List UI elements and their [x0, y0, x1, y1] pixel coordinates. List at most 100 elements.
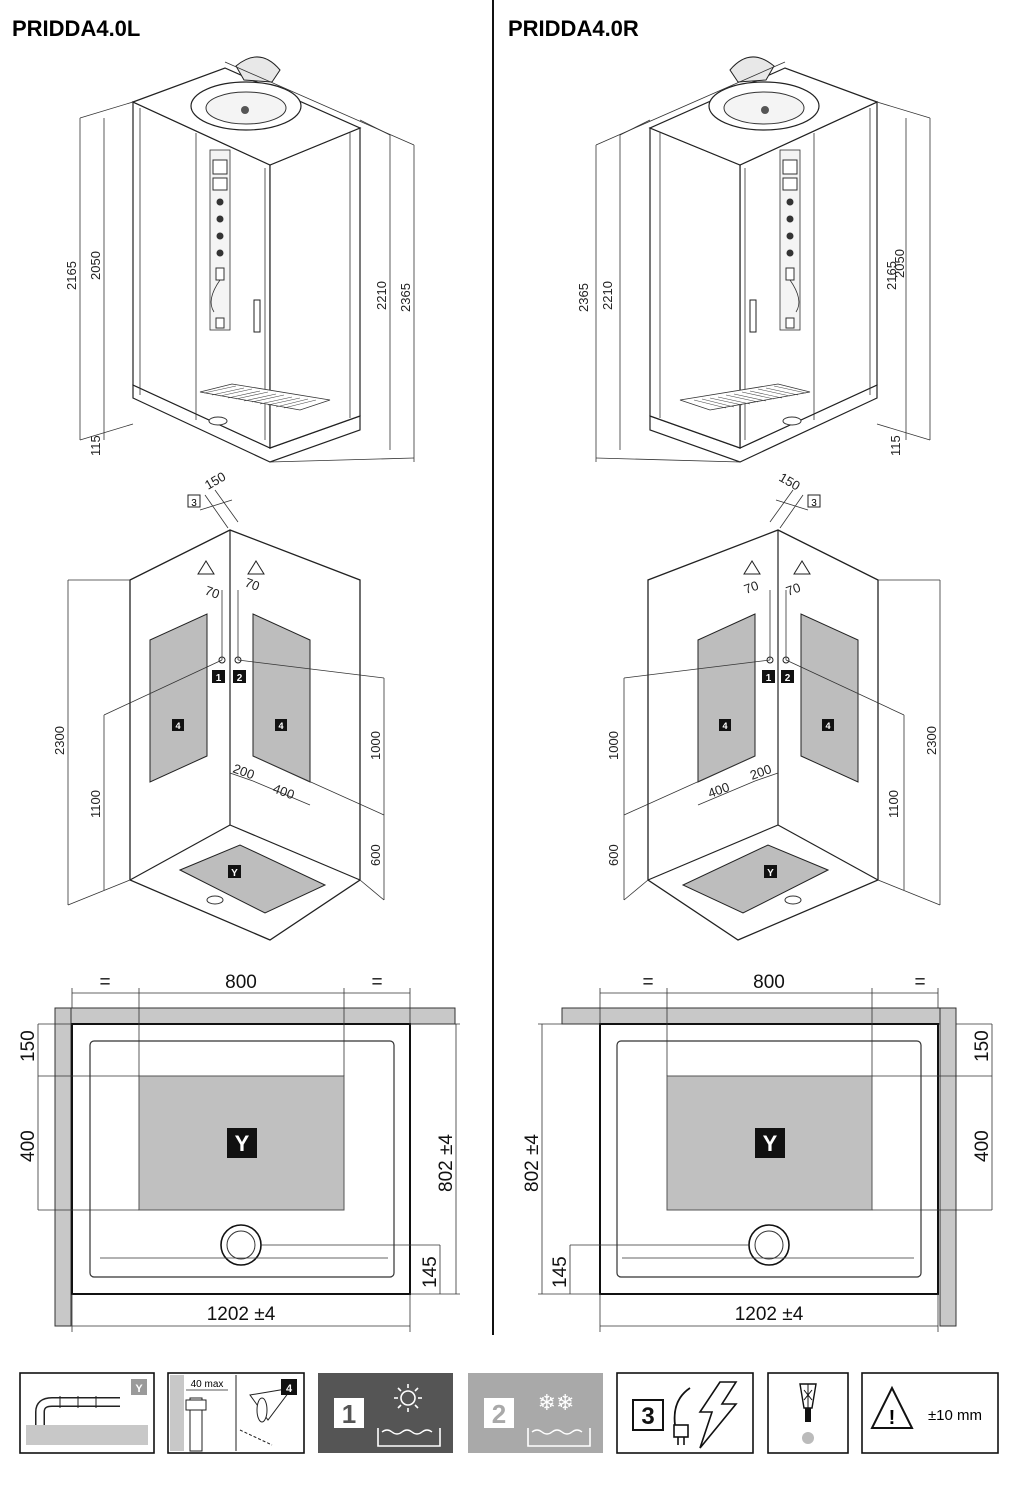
dim-150-plan-left: 150	[18, 1030, 39, 1062]
legend-screw	[767, 1372, 849, 1454]
marker-3-label-left: 3	[191, 498, 197, 509]
marker-1-label-right: 1	[766, 673, 772, 684]
legend-pipe-panel	[167, 1372, 305, 1454]
dim-400-right: 400	[706, 779, 732, 801]
cabin-drawing-right	[595, 56, 931, 463]
dim-1000-left: 1000	[368, 731, 383, 760]
legend-drain-tag	[131, 1379, 147, 1395]
legend-tolerance: !	[861, 1372, 999, 1454]
dim-115-left: 115	[88, 435, 103, 456]
dim-70b-right: 70	[784, 580, 803, 599]
wall-drawing-left	[67, 489, 385, 941]
marker-y-left	[228, 865, 241, 878]
dim-70a-left: 70	[203, 583, 222, 602]
dim-eq-b-right: =	[914, 972, 925, 993]
marker-y-right	[764, 865, 777, 878]
dim-200-left: 200	[231, 761, 257, 783]
plug-icon	[673, 1387, 691, 1426]
snowflake-icon: ❄❄	[538, 1390, 575, 1415]
dim-400-plan-right: 400	[972, 1130, 993, 1162]
dim-150-left: 150	[202, 469, 228, 493]
model-title-right: PRIDDA4.0R	[508, 16, 639, 41]
dim-70b-left: 70	[243, 575, 262, 594]
dim-eq-b-left: =	[371, 972, 382, 993]
legend-hot-number: 1	[342, 1399, 356, 1429]
plan-view-left	[37, 988, 460, 1332]
lightning-icon	[698, 1381, 738, 1449]
dim-802-right: 802 ±4	[522, 1134, 543, 1192]
legend-panel-tag	[281, 1379, 297, 1395]
dot-icon	[802, 1432, 814, 1444]
legend-tolerance-text: ±10 mm	[928, 1407, 982, 1424]
dim-145-right: 145	[550, 1256, 571, 1288]
zone-y-label-right: Y	[763, 1131, 778, 1156]
dim-1202-right: 1202 ±4	[735, 1304, 804, 1325]
dim-150-right: 150	[777, 470, 803, 494]
dim-2300-left: 2300	[52, 726, 67, 755]
dim-1100-right: 1100	[886, 790, 901, 818]
model-title-left: PRIDDA4.0L	[12, 16, 140, 41]
marker-2-right	[781, 670, 794, 683]
dim-1202-left: 1202 ±4	[207, 1304, 276, 1325]
marker-4b-label-left: 4	[278, 721, 283, 731]
dim-150-plan-right: 150	[972, 1030, 993, 1062]
marker-4b-right	[822, 719, 834, 731]
dim-115-right: 115	[888, 435, 903, 456]
legend-cold-number: 2	[492, 1399, 506, 1429]
dim-2165-left: 2165	[64, 261, 79, 290]
dim-2050-left: 2050	[88, 251, 103, 280]
marker-y-label-left: Y	[231, 868, 238, 879]
legend-drain	[19, 1372, 155, 1454]
cabin-drawing-left	[79, 56, 415, 463]
marker-4a-label-right: 4	[722, 721, 727, 731]
marker-1-right	[762, 670, 775, 683]
marker-3-label-right: 3	[811, 498, 817, 509]
dim-800-left: 800	[225, 972, 257, 993]
wall-drawing-right	[623, 489, 941, 941]
marker-1-label-left: 1	[216, 673, 222, 684]
warning-icon	[870, 1385, 914, 1429]
dim-2210-left: 2210	[374, 281, 389, 310]
marker-2-label-right: 2	[785, 673, 791, 684]
dim-200-right: 200	[748, 761, 774, 783]
dim-eq-a-right: =	[642, 972, 653, 993]
marker-2-left	[233, 670, 246, 683]
dim-1000-right: 1000	[606, 731, 621, 760]
legend-drain-tag-label: Y	[135, 1383, 143, 1395]
zone-y-label-left: Y	[235, 1131, 250, 1156]
dim-2365-left: 2365	[398, 283, 413, 312]
legend-panel-tag-label: 4	[286, 1383, 293, 1395]
dim-2165-right: 2165	[884, 261, 899, 290]
dim-145-left: 145	[420, 1256, 441, 1288]
legend-power-number: 3	[641, 1403, 654, 1430]
marker-2-label-left: 2	[237, 673, 243, 684]
marker-4b-label-right: 4	[825, 721, 830, 731]
sun-icon	[400, 1390, 416, 1406]
dim-eq-a-left: =	[99, 972, 110, 993]
zone-y-marker-right	[755, 1128, 785, 1158]
legend-power	[616, 1372, 754, 1454]
svg-text:!: !	[889, 1407, 896, 1429]
dim-400-plan-left: 400	[18, 1130, 39, 1162]
dim-600-right: 600	[606, 844, 621, 866]
dim-2300-right: 2300	[924, 726, 939, 755]
marker-4a-label-left: 4	[175, 721, 180, 731]
marker-y-label-right: Y	[767, 868, 774, 879]
legend-cold-water: ❄❄	[468, 1373, 603, 1453]
dim-800-right: 800	[753, 972, 785, 993]
dim-70a-right: 70	[742, 578, 761, 597]
dim-2365-right: 2365	[576, 283, 591, 312]
dim-2050-right: 2050	[892, 249, 907, 278]
dim-2210-right: 2210	[600, 281, 615, 310]
marker-4a-right	[719, 719, 731, 731]
marker-4a-left	[172, 719, 184, 731]
legend-pipe-max: 40 max	[191, 1379, 224, 1390]
dim-802-left: 802 ±4	[436, 1134, 457, 1192]
dim-1100-left: 1100	[88, 790, 103, 818]
dim-600-left: 600	[368, 844, 383, 866]
dim-400-left: 400	[271, 781, 297, 803]
marker-4b-left	[275, 719, 287, 731]
legend-hot-water	[318, 1373, 453, 1453]
zone-y-marker-left	[227, 1128, 257, 1158]
